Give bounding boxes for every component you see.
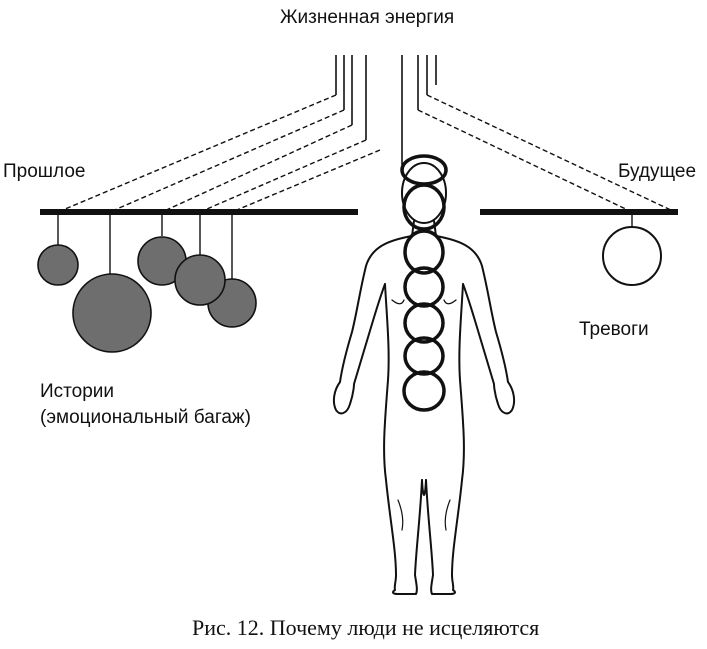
past-label: Прошлое xyxy=(3,161,86,182)
title-label: Жизненная энергия xyxy=(280,7,455,28)
energy-lines xyxy=(335,55,437,165)
past-bar xyxy=(40,209,358,215)
energy-lines-to-past xyxy=(57,94,381,213)
baggage-circle xyxy=(174,254,226,306)
human-figure xyxy=(332,162,516,595)
baggage-circle xyxy=(37,244,79,286)
energy-lines-to-future xyxy=(417,94,676,213)
worries-label: Тревоги xyxy=(579,319,649,340)
stories-label-line1: Истории xyxy=(40,381,115,402)
energy-rings xyxy=(400,154,448,412)
stories-label-line2: (эмоциональный багаж) xyxy=(40,407,251,428)
future-bar xyxy=(480,209,678,215)
worries-circle xyxy=(602,226,662,286)
future-label: Будущее xyxy=(618,161,697,182)
figure-caption: Рис. 12. Почему люди не исцеляются xyxy=(192,615,540,640)
baggage-strings xyxy=(57,215,233,280)
baggage-circle xyxy=(72,273,152,353)
